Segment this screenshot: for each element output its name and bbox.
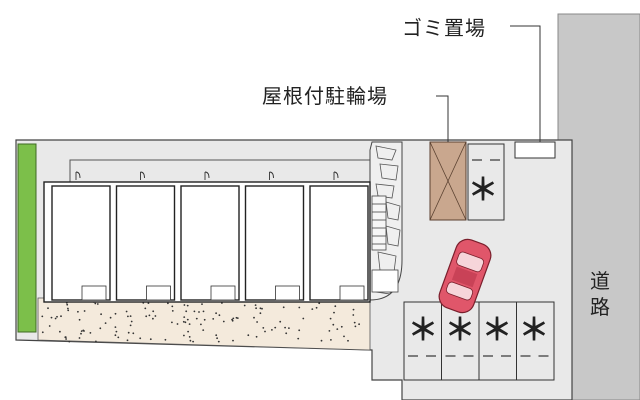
parking-space-top [467, 143, 505, 221]
stairs [371, 195, 387, 251]
apartment-units [51, 171, 369, 301]
parking-row-bottom [403, 301, 555, 381]
bike-leader [436, 95, 449, 142]
garbage-area [514, 141, 556, 159]
parking-mark: ＊ [519, 313, 549, 348]
apartment-unit [180, 171, 240, 301]
parking-mark: ＊ [445, 313, 475, 348]
garbage-area-label: ゴミ置場 [402, 16, 486, 40]
road-label: 道路 [590, 269, 610, 319]
car-icon [438, 238, 492, 314]
apartment-unit [309, 171, 369, 301]
bike-parking-label: 屋根付駐輪場 [262, 84, 388, 108]
parking-mark: ＊ [408, 313, 438, 348]
apartment-unit [244, 171, 305, 301]
hedge [17, 143, 37, 333]
apartment-unit [115, 171, 176, 301]
parking-mark: ＊ [468, 173, 498, 208]
parking-mark: ＊ [482, 313, 512, 348]
garbage-leader [510, 25, 541, 142]
parking-space [516, 301, 555, 381]
apartment-unit [51, 171, 111, 301]
entrance-box [371, 269, 399, 293]
fence-line [69, 159, 370, 186]
